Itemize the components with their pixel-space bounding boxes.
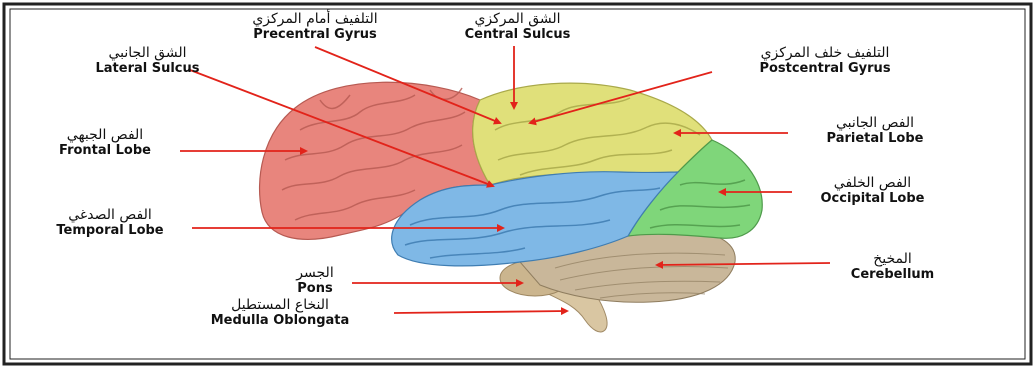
label-postcentral-en: Postcentral Gyrus — [700, 62, 950, 75]
label-cerebellum-ar: المخيخ — [820, 252, 965, 266]
label-frontal-ar: الفص الجبهي — [25, 128, 185, 142]
label-postcentral-gyrus: التلفيف خلف المركزي Postcentral Gyrus — [700, 46, 950, 75]
label-cerebellum: المخيخ Cerebellum — [820, 252, 965, 281]
label-precentral-en: Precentral Gyrus — [205, 28, 425, 41]
label-cerebellum-en: Cerebellum — [820, 268, 965, 281]
label-lateral-sulcus: الشق الجانبي Lateral Sulcus — [55, 46, 240, 75]
label-parietal-ar: الفص الجانبي — [790, 116, 960, 130]
label-lateral-ar: الشق الجانبي — [55, 46, 240, 60]
label-precentral-ar: التلفيف أمام المركزي — [205, 12, 425, 26]
label-medulla-ar: النخاع المستطيل — [155, 298, 405, 312]
label-occipital-en: Occipital Lobe — [785, 192, 960, 205]
label-medulla-oblongata: النخاع المستطيل Medulla Oblongata — [155, 298, 405, 327]
label-central-ar: الشق المركزي — [430, 12, 605, 26]
label-pons-en: Pons — [270, 282, 360, 295]
label-precentral-gyrus: التلفيف أمام المركزي Precentral Gyrus — [205, 12, 425, 41]
label-occipital-ar: الفص الخلفي — [785, 176, 960, 190]
label-frontal-en: Frontal Lobe — [25, 144, 185, 157]
label-central-sulcus: الشق المركزي Central Sulcus — [430, 12, 605, 41]
label-temporal-ar: الفص الصدغي — [20, 208, 200, 222]
label-parietal-lobe: الفص الجانبي Parietal Lobe — [790, 116, 960, 145]
label-medulla-en: Medulla Oblongata — [155, 314, 405, 327]
label-parietal-en: Parietal Lobe — [790, 132, 960, 145]
label-temporal-en: Temporal Lobe — [20, 224, 200, 237]
label-lateral-en: Lateral Sulcus — [55, 62, 240, 75]
label-occipital-lobe: الفص الخلفي Occipital Lobe — [785, 176, 960, 205]
parietal-lobe-region — [473, 83, 712, 185]
label-central-en: Central Sulcus — [430, 28, 605, 41]
label-pons: الجسر Pons — [270, 266, 360, 295]
arrow-medulla — [394, 311, 567, 313]
label-frontal-lobe: الفص الجبهي Frontal Lobe — [25, 128, 185, 157]
label-temporal-lobe: الفص الصدغي Temporal Lobe — [20, 208, 200, 237]
label-postcentral-ar: التلفيف خلف المركزي — [700, 46, 950, 60]
label-pons-ar: الجسر — [270, 266, 360, 280]
